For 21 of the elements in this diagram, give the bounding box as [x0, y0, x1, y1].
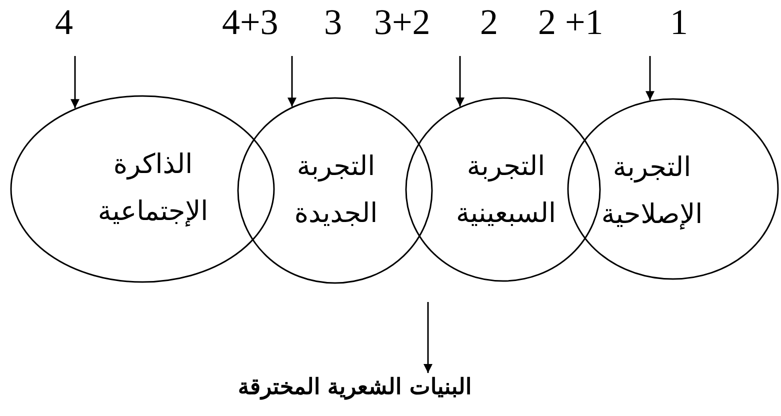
arrow: [424, 302, 432, 373]
ellipse-node: [10, 95, 275, 283]
number-label: 3+2: [374, 2, 430, 42]
result-text: البنيات الشعرية المخترقة: [238, 374, 472, 400]
number-label: 2: [480, 2, 498, 42]
arrow: [70, 56, 80, 108]
number-label: 4+3: [222, 2, 278, 42]
ellipse-node: [405, 97, 601, 282]
ellipse-node: [567, 98, 779, 280]
ellipse-label: التجربة الإصلاحية: [600, 151, 704, 232]
arrow: [456, 56, 464, 106]
ellipse-label: التجربة السبعينية: [455, 150, 557, 230]
number-label: 1: [670, 2, 688, 42]
number-label: 4: [55, 2, 73, 42]
ellipse-label: الذاكرة الإجتماعية: [96, 148, 210, 228]
ellipse-node: [237, 97, 433, 284]
arrow: [288, 56, 296, 107]
number-label: 3: [324, 2, 342, 42]
arrow: [646, 56, 654, 100]
number-label: 2 +1: [538, 2, 604, 42]
ellipse-label: التجربة الجديدة: [293, 150, 379, 230]
